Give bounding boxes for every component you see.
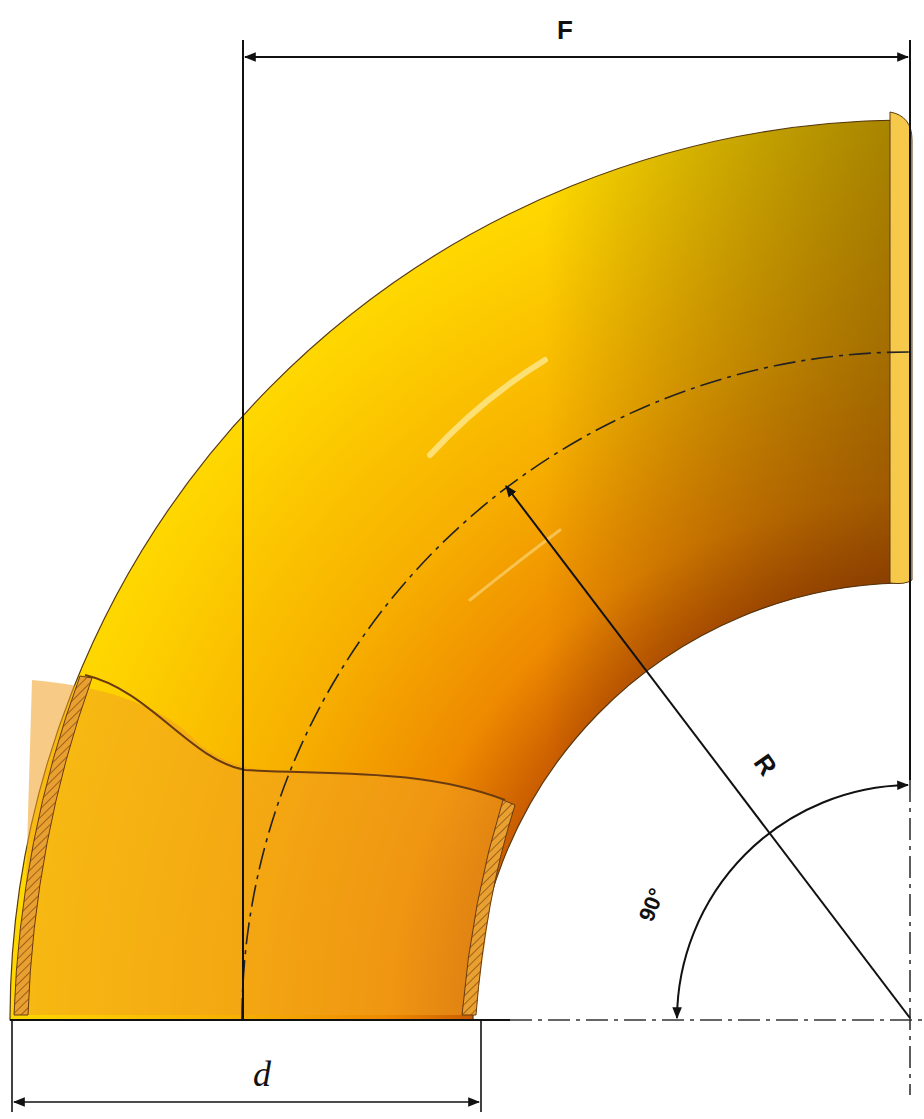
- cutaway: [22, 680, 505, 1015]
- extension-line: [242, 40, 244, 1020]
- extension-line: [909, 40, 911, 780]
- angle-label: 90°: [634, 885, 671, 926]
- wall-section: [462, 800, 515, 1015]
- dimension-letter: d: [253, 1053, 271, 1095]
- radius-line: [506, 486, 910, 1018]
- angle-arc: [677, 785, 908, 1018]
- extension-line: [11, 1020, 13, 1112]
- base-line: [10, 1019, 510, 1021]
- dimension-line: [14, 1101, 479, 1103]
- wall-section: [14, 676, 92, 1015]
- highlight: [430, 360, 545, 455]
- cut-line: [85, 675, 505, 800]
- elbow-body: [10, 120, 900, 1020]
- elbow-shade: [10, 120, 900, 1020]
- centerline: [242, 352, 910, 1020]
- axis-line: [510, 1019, 924, 1021]
- axis-line: [909, 780, 911, 1095]
- dimension-letter: F: [557, 15, 573, 46]
- dimension-line: [245, 56, 908, 58]
- end-face: [890, 112, 912, 584]
- extension-line: [480, 1020, 482, 1112]
- radius-letter: R: [747, 748, 783, 781]
